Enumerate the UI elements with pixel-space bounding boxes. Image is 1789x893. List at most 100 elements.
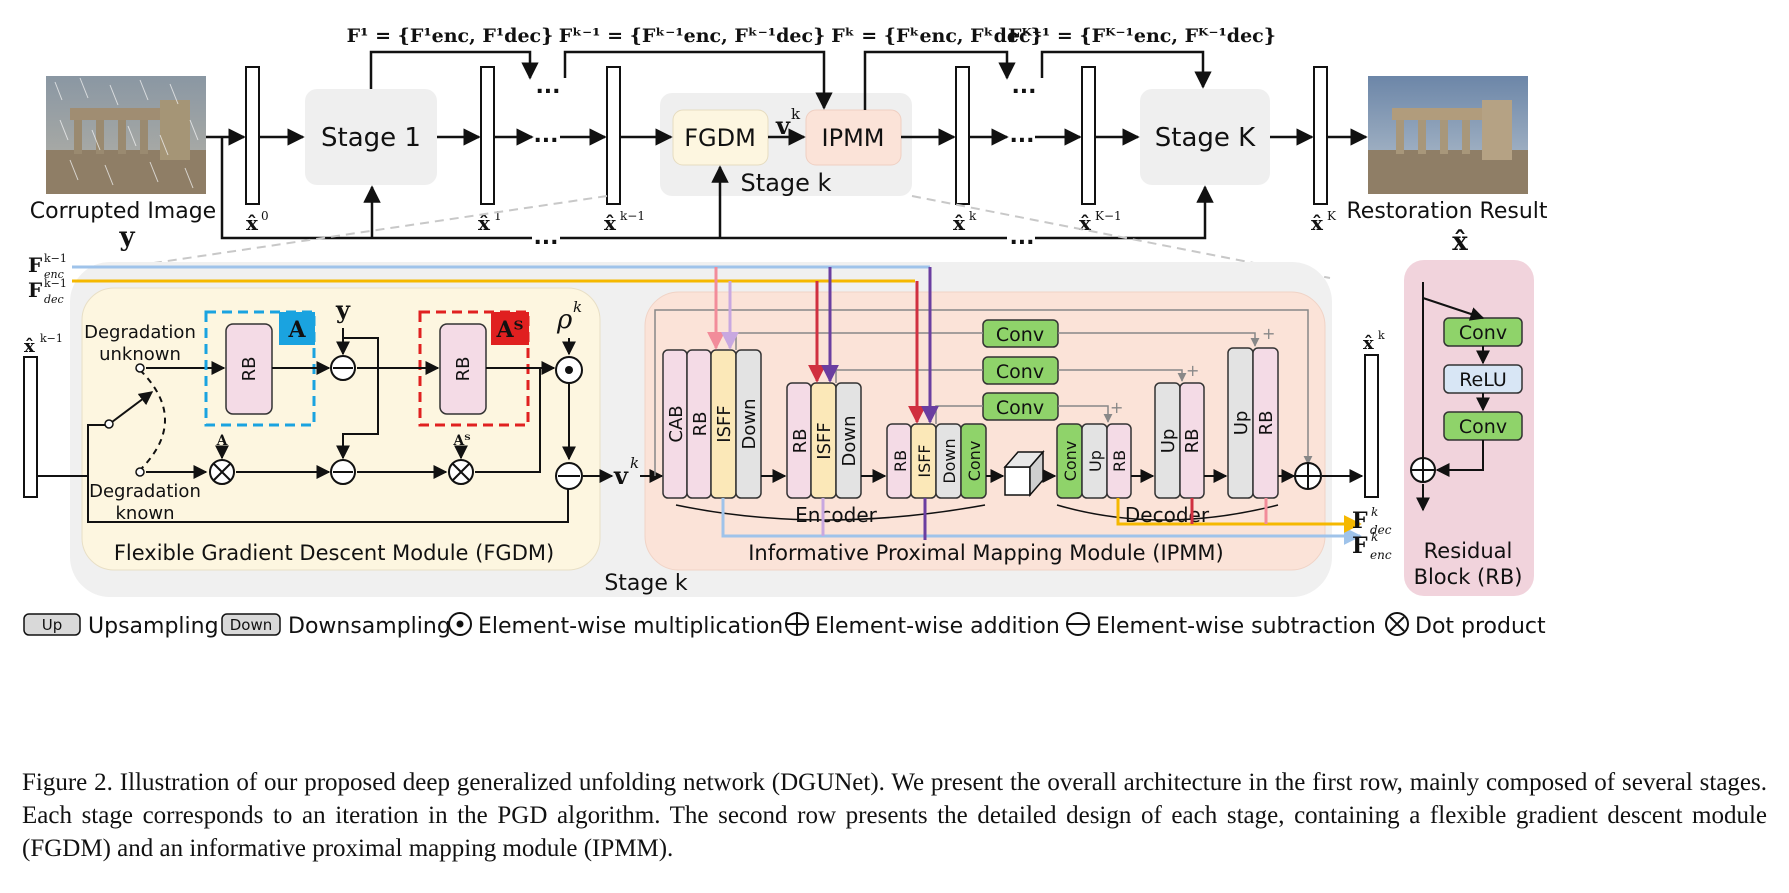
legend-up-box <box>23 613 81 636</box>
ellipsis-3: ... <box>533 225 558 250</box>
stage-k-label: Stage k <box>741 169 832 197</box>
dec3-up-label: Up <box>1231 411 1252 436</box>
rb-conv1-label: Conv <box>1459 322 1507 344</box>
figure-caption: Figure 2. Illustration of our proposed d… <box>22 766 1767 865</box>
at-small-label: Aᵀ <box>452 433 470 449</box>
xhat-K-label: x̂ <box>1311 211 1324 235</box>
xhat-0-label: x̂ <box>246 211 259 235</box>
rb-a-label: RB <box>239 357 260 382</box>
enc3-down-label: Down <box>940 438 959 483</box>
dec1-up-label: Up <box>1086 450 1105 472</box>
ellipsis-4: ... <box>1011 74 1036 99</box>
legend-add-text: Element-wise addition <box>815 614 1060 639</box>
feature-bar-xk <box>955 66 970 205</box>
skip-conv-2-label: Conv <box>996 361 1044 383</box>
skip-plus-2: + <box>1186 361 1199 380</box>
figure-caption-text: Figure 2. Illustration of our proposed d… <box>22 769 1767 862</box>
feature-set-1: F¹ = {F¹enc, F¹dec} <box>347 25 554 47</box>
stage-k-bottom-label: Stage k <box>604 571 688 596</box>
dec1-conv-label: Conv <box>1061 441 1080 482</box>
ipmm-block-label: IPMM <box>822 124 885 152</box>
feature-bar-xk-1 <box>606 66 621 205</box>
legend-down-box-label: Down <box>230 616 273 634</box>
enc2-down <box>835 382 862 499</box>
ellipsis-1: ... <box>535 74 560 99</box>
enc2-down-label: Down <box>839 415 860 466</box>
dec2-rb-label: RB <box>1182 429 1203 454</box>
corrupted-image <box>46 76 206 194</box>
xhat-km1-sup: k−1 <box>620 209 645 223</box>
enc1-cab-label: CAB <box>666 405 687 442</box>
f-dec-in-sup: k−1 <box>44 277 67 290</box>
f-dec-in-label: F <box>28 278 42 302</box>
rho-label: ρ <box>556 305 573 335</box>
skip-plus-1: + <box>1262 324 1275 343</box>
vk-mid-sup: k <box>630 454 639 472</box>
f-dec-in-sub: dec <box>44 293 64 306</box>
output-symbol-xhat: x̂ <box>1452 227 1468 257</box>
deg-known-line2: known <box>116 503 175 524</box>
f-enc-in-sup: k−1 <box>44 252 67 265</box>
encoder-label: Encoder <box>795 503 878 527</box>
dgunet-architecture-diagram: Corrupted Image y Restoration Result x̂ … <box>23 25 1548 639</box>
vk-top-sup: k <box>791 105 801 123</box>
legend-mult-text: Element-wise multiplication <box>478 614 783 639</box>
rb-relu-label: ReLU <box>1459 369 1507 391</box>
skip-conv-1-label: Conv <box>996 324 1044 346</box>
legend-sub-text: Element-wise subtraction <box>1096 614 1376 639</box>
enc2-rb-label: RB <box>790 429 811 454</box>
legend-up-text: Upsampling <box>88 614 219 639</box>
dec2-up-label: Up <box>1158 429 1179 454</box>
stage-K-label: Stage K <box>1155 123 1256 153</box>
f-dec-out-label: F <box>1352 508 1368 534</box>
vk-top-label: v <box>775 111 791 140</box>
feature-bar-x1 <box>480 66 495 205</box>
deg-known-line1: Degradation <box>89 481 201 502</box>
enc2-isff-label: ISFF <box>814 422 835 459</box>
feature-set-km1: Fᵏ⁻¹ = {Fᵏ⁻¹enc, Fᵏ⁻¹dec} <box>559 25 826 47</box>
at-badge <box>491 312 529 345</box>
vk-mid-label: v <box>613 461 629 490</box>
enc1-down-label: Down <box>739 398 760 449</box>
deg-unknown-line1: Degradation <box>84 322 196 343</box>
stage-K-box <box>1140 89 1270 185</box>
f-enc-in-sub: enc <box>44 268 64 281</box>
rb-at-label: RB <box>453 357 474 382</box>
ellipsis-2: ... <box>533 123 558 148</box>
ipmm-output-bar <box>1364 354 1379 498</box>
fgdm-block-label: FGDM <box>684 124 756 152</box>
fgdm-title: Flexible Gradient Descent Module (FGDM) <box>114 541 554 565</box>
fgdm-input-bar <box>23 356 38 498</box>
feature-set-k: Fᵏ = {Fᵏenc, Fᵏdec} <box>831 25 1043 47</box>
skip-plus-3: + <box>1110 398 1123 417</box>
enc3-isff-label: ISFF <box>915 444 934 477</box>
dec1-rb-label: RB <box>1110 450 1129 472</box>
feature-bar-xK <box>1313 66 1328 205</box>
a-small-label: A <box>216 433 229 449</box>
xhat-1-label: x̂ <box>478 211 491 235</box>
corrupted-image-label: Corrupted Image <box>30 199 216 224</box>
ipmm-out-sup: k <box>1378 329 1385 342</box>
f-enc-out-sup: k <box>1371 530 1378 544</box>
enc1-isff-label: ISFF <box>714 405 735 442</box>
at-badge-label: Aᵀ <box>495 317 523 343</box>
f-enc-out-label: F <box>1352 533 1368 559</box>
input-symbol-y: y <box>118 222 135 252</box>
a-badge <box>279 312 315 345</box>
enc1-rb-label: RB <box>690 412 711 437</box>
ellipsis-5: ... <box>1009 123 1034 148</box>
fgdm-xin-label: x̂ <box>24 336 35 357</box>
enc1-down <box>735 349 762 499</box>
f-dec-out-sup: k <box>1371 505 1378 519</box>
ipmm-title: Informative Proximal Mapping Module (IPM… <box>748 541 1224 565</box>
f-enc-in-label: F <box>28 253 42 277</box>
dec3-rb-label: RB <box>1256 411 1277 436</box>
enc3-rb-label: RB <box>891 450 910 472</box>
stage-1-label: Stage 1 <box>321 123 421 153</box>
restoration-result-image <box>1368 76 1528 194</box>
enc3-conv <box>960 423 987 499</box>
legend-down-text: Downsampling <box>288 614 451 639</box>
ipmm-out-label: x̂ <box>1363 333 1374 354</box>
restoration-result-label: Restoration Result <box>1346 199 1547 224</box>
legend-down-box <box>221 613 281 636</box>
